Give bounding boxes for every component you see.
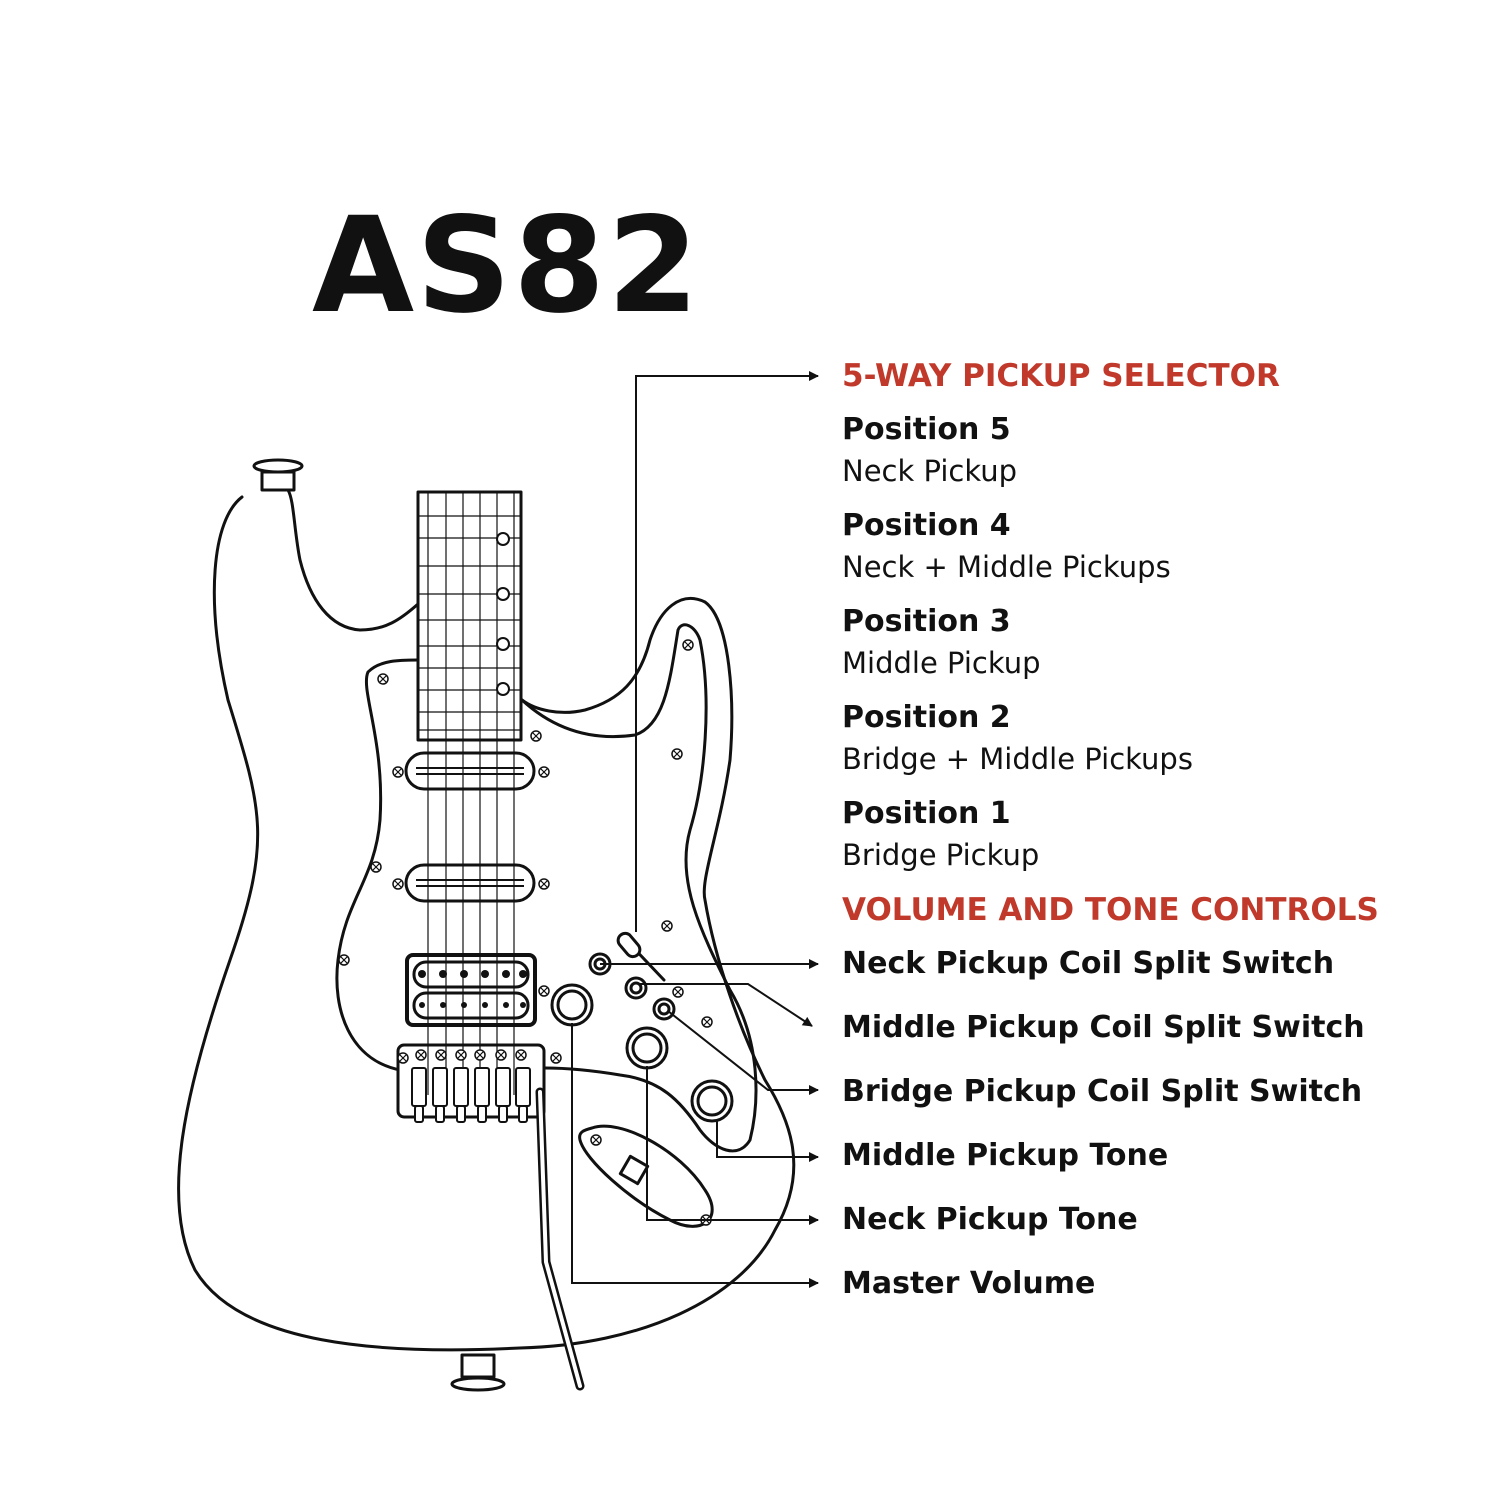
bridge-humbucker <box>405 953 537 1027</box>
neck-pickup <box>404 751 536 791</box>
control-master-volume: Master Volume <box>842 1266 1096 1301</box>
position-3-description: Middle Pickup <box>842 646 1041 680</box>
control-middle-tone: Middle Pickup Tone <box>842 1138 1169 1173</box>
strap-button-bottom <box>450 1376 506 1392</box>
leader-selector <box>635 371 819 932</box>
leader-master-volume <box>571 1023 819 1288</box>
upper-horn-line <box>286 488 420 632</box>
control-neck-coil-split: Neck Pickup Coil Split Switch <box>842 946 1335 981</box>
control-bridge-coil-split: Bridge Pickup Coil Split Switch <box>842 1074 1363 1109</box>
position-1-label: Position 1 <box>842 796 1011 831</box>
bridge-coil-split-switch <box>652 997 676 1021</box>
pickguard-outline <box>335 623 758 1153</box>
guitar-body-outline <box>177 495 796 1352</box>
fretboard <box>416 490 523 742</box>
position-5-description: Neck Pickup <box>842 454 1018 488</box>
middle-coil-split-switch <box>624 976 648 1000</box>
leader-middle-split <box>640 983 813 1027</box>
position-3-label: Position 3 <box>842 604 1011 639</box>
output-jack-plate <box>578 1124 714 1228</box>
middle-pickup <box>404 863 536 903</box>
control-neck-tone: Neck Pickup Tone <box>842 1202 1138 1237</box>
model-title: AS82 <box>312 189 701 343</box>
selector-heading: 5-WAY PICKUP SELECTOR <box>842 358 1280 394</box>
leader-neck-tone <box>646 1066 819 1225</box>
position-2-label: Position 2 <box>842 700 1011 735</box>
position-4-description: Neck + Middle Pickups <box>842 550 1171 584</box>
position-4-label: Position 4 <box>842 508 1011 543</box>
control-middle-coil-split: Middle Pickup Coil Split Switch <box>842 1010 1365 1045</box>
middle-tone-knob <box>690 1079 734 1123</box>
leader-middle-tone <box>716 1120 819 1162</box>
position-1-description: Bridge Pickup <box>842 838 1040 872</box>
position-5-label: Position 5 <box>842 412 1011 447</box>
strap-button-top <box>252 458 304 474</box>
leader-bridge-split <box>667 1010 819 1095</box>
position-2-description: Bridge + Middle Pickups <box>842 742 1193 776</box>
controls-heading: VOLUME AND TONE CONTROLS <box>842 892 1379 928</box>
